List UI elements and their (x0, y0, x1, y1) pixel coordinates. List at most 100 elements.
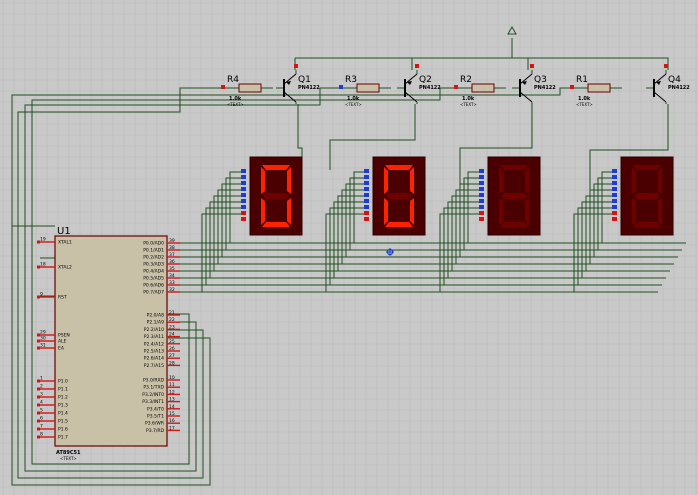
display-3[interactable] (479, 156, 541, 236)
display-pin[interactable] (364, 217, 369, 221)
display-pin[interactable] (241, 205, 246, 209)
resistor-value: 1.0k (229, 96, 242, 102)
display-pin[interactable] (364, 181, 369, 185)
transistor-arrow-icon (656, 81, 661, 85)
display-pin[interactable] (479, 211, 484, 215)
transistor-pin (415, 64, 419, 68)
display-pin[interactable] (241, 217, 246, 221)
mcu-pin-number: 4 (40, 400, 43, 406)
mcu-pin-number: 13 (169, 397, 175, 403)
display-pin[interactable] (479, 187, 484, 191)
wire (11, 87, 586, 486)
display-pin[interactable] (612, 205, 617, 209)
display-pin[interactable] (364, 187, 369, 191)
mcu-pin-number: 14 (169, 404, 175, 410)
mcu-pin-number: 12 (169, 389, 175, 395)
display-pin[interactable] (241, 169, 246, 173)
display-pin[interactable] (479, 217, 484, 221)
display-pin[interactable] (241, 199, 246, 203)
mcu-pin-number: 3 (40, 392, 43, 398)
mcu-pin-number: 1 (40, 376, 43, 382)
segment-b (525, 167, 529, 194)
transistor-ref: Q1 (298, 75, 311, 85)
resistor-body (471, 83, 495, 93)
mcu-pin-number: 29 (40, 330, 46, 336)
segment-d (262, 222, 290, 227)
resistor-r2[interactable]: R21.0k<TEXT> (454, 75, 506, 107)
wire (573, 213, 616, 292)
display-pin[interactable] (612, 193, 617, 197)
segment-g (263, 193, 289, 199)
display-pin[interactable] (364, 205, 369, 209)
display-pin[interactable] (479, 169, 484, 173)
display-2[interactable] (364, 156, 426, 236)
display-pin[interactable] (479, 199, 484, 203)
transistor-ref: Q3 (534, 75, 547, 85)
resistor-ref: R1 (576, 75, 588, 85)
display-1[interactable] (241, 156, 303, 236)
display-pin[interactable] (479, 205, 484, 209)
display-pin[interactable] (479, 193, 484, 197)
display-pin[interactable] (364, 199, 369, 203)
mcu-body[interactable] (54, 235, 168, 447)
resistor-r4[interactable]: R41.0k<TEXT> (221, 75, 273, 107)
wire (201, 213, 244, 292)
resistor-r1[interactable]: R11.0k<TEXT> (570, 75, 622, 107)
display-4[interactable] (612, 156, 674, 236)
wire (585, 195, 616, 271)
display-pin[interactable] (364, 169, 369, 173)
display-pin[interactable] (241, 181, 246, 185)
display-pin[interactable] (479, 181, 484, 185)
segment-g (634, 193, 660, 199)
display-pin[interactable] (364, 175, 369, 179)
wire (209, 201, 244, 278)
display-pin[interactable] (612, 199, 617, 203)
wire (353, 171, 368, 243)
display-pin[interactable] (364, 193, 369, 197)
mcu-pin-end (37, 379, 40, 383)
mcu-pin-number: 32 (169, 287, 175, 293)
display-pin[interactable] (241, 211, 246, 215)
mcu-pin-number: 10 (169, 375, 175, 381)
display-pin[interactable] (479, 175, 484, 179)
mcu-pin-name: P3.4/T0 (147, 406, 164, 412)
resistor-pin (454, 85, 458, 89)
power-terminal[interactable] (507, 25, 517, 58)
segment-d (500, 222, 528, 227)
display-pin[interactable] (612, 211, 617, 215)
resistor-ref: R2 (460, 75, 472, 85)
mcu-pin-number: 18 (40, 262, 46, 268)
mcu-pin-name: P0.7/AD7 (143, 290, 164, 296)
transistor-part: PN4122 (298, 85, 320, 91)
display-pin[interactable] (612, 175, 617, 179)
mcu-pin-name: P2.7/A15 (144, 363, 164, 369)
display-pin[interactable] (612, 217, 617, 221)
mcu-pin-number: 34 (169, 273, 175, 279)
display-pin[interactable] (241, 175, 246, 179)
wire (459, 104, 533, 200)
segment-b (287, 167, 291, 194)
display-pin[interactable] (612, 169, 617, 173)
resistor-text: <TEXT> (227, 102, 244, 107)
resistor-text: <TEXT> (576, 102, 593, 107)
mcu-pin-end (37, 265, 40, 269)
display-pin[interactable] (612, 181, 617, 185)
display-pin[interactable] (241, 187, 246, 191)
resistor-r3[interactable]: R31.0k<TEXT> (339, 75, 391, 107)
display-pin[interactable] (241, 193, 246, 197)
wire-junction-marker[interactable] (386, 248, 394, 256)
wire (221, 183, 244, 257)
wire (31, 87, 470, 465)
transistor-part: PN4122 (668, 85, 690, 91)
display-pin[interactable] (364, 211, 369, 215)
mcu-pin-number: 35 (169, 266, 175, 272)
mcu-pin-name: P1.5 (58, 419, 68, 425)
display-pin[interactable] (612, 187, 617, 191)
mcu-at89c51[interactable]: U1 19XTAL118XTAL29RST29PSEN30ALE31EA1P1.… (37, 226, 180, 461)
